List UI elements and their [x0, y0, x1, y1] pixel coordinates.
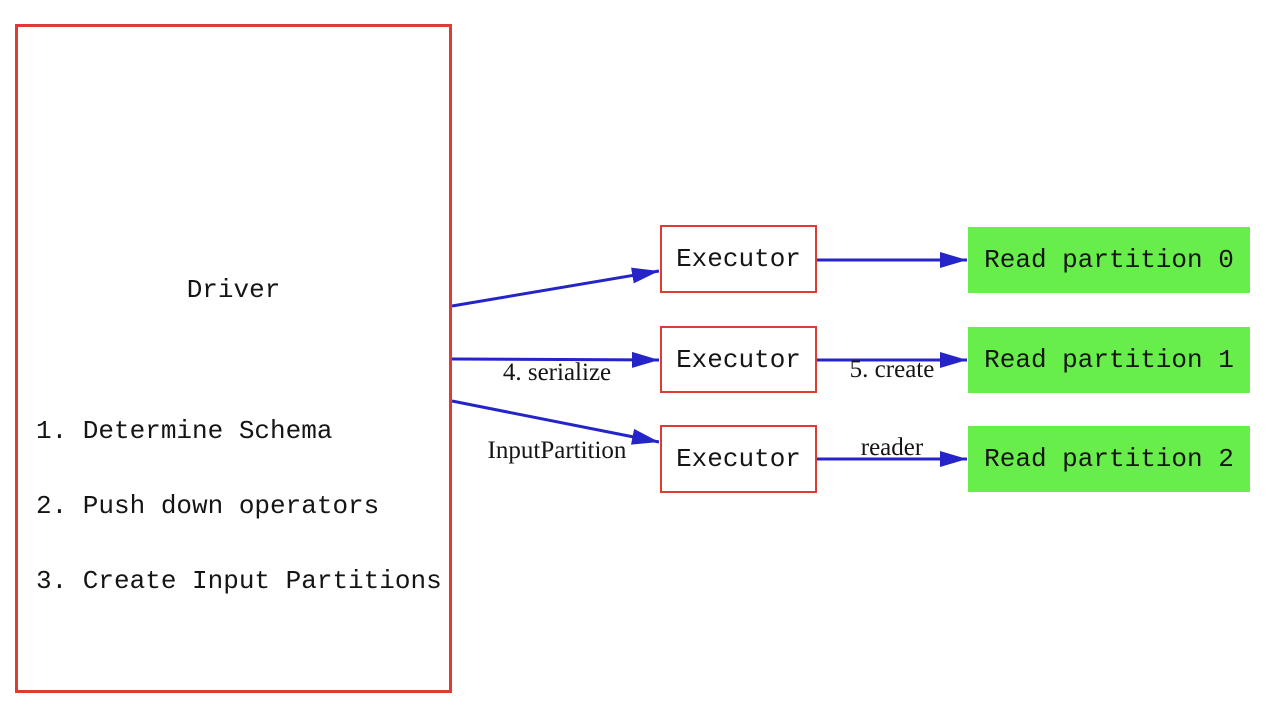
serialize-inputpartition-label: 4. serialize InputPartition — [455, 308, 659, 516]
serialize-label-line2: InputPartition — [487, 437, 627, 464]
arrow-driver-to-executor-0 — [451, 267, 660, 308]
serialize-label-line1: 4. serialize — [502, 359, 612, 386]
executor-label: Executor — [676, 344, 801, 375]
executor-label: Executor — [676, 244, 801, 274]
create-reader-label: 5. create reader — [812, 305, 972, 513]
executor-box-0: Executor — [660, 225, 817, 293]
executor-box-1: Executor — [660, 326, 817, 393]
executor-box-2: Executor — [660, 425, 817, 493]
read-partition-label: Read partition 1 — [984, 345, 1234, 375]
read-partition-box-2: Read partition 2 — [968, 426, 1250, 492]
driver-steps-list: 1. Determine Schema 2. Push down operato… — [36, 369, 442, 644]
driver-title: Driver — [186, 275, 281, 305]
read-partition-label: Read partition 0 — [984, 245, 1234, 275]
read-partition-box-0: Read partition 0 — [968, 227, 1250, 293]
driver-step: 2. Push down operators — [36, 491, 380, 521]
driver-step: 3. Create Input Partitions — [36, 566, 442, 596]
read-partition-box-1: Read partition 1 — [968, 327, 1250, 393]
reader-label-line1: 5. create — [849, 356, 935, 383]
executor-label: Executor — [676, 444, 801, 474]
read-partition-label: Read partition 2 — [984, 444, 1234, 474]
driver-box: Driver 1. Determine Schema 2. Push down … — [15, 24, 452, 693]
reader-label-line2: reader — [860, 434, 924, 461]
driver-step: 1. Determine Schema — [36, 416, 333, 446]
